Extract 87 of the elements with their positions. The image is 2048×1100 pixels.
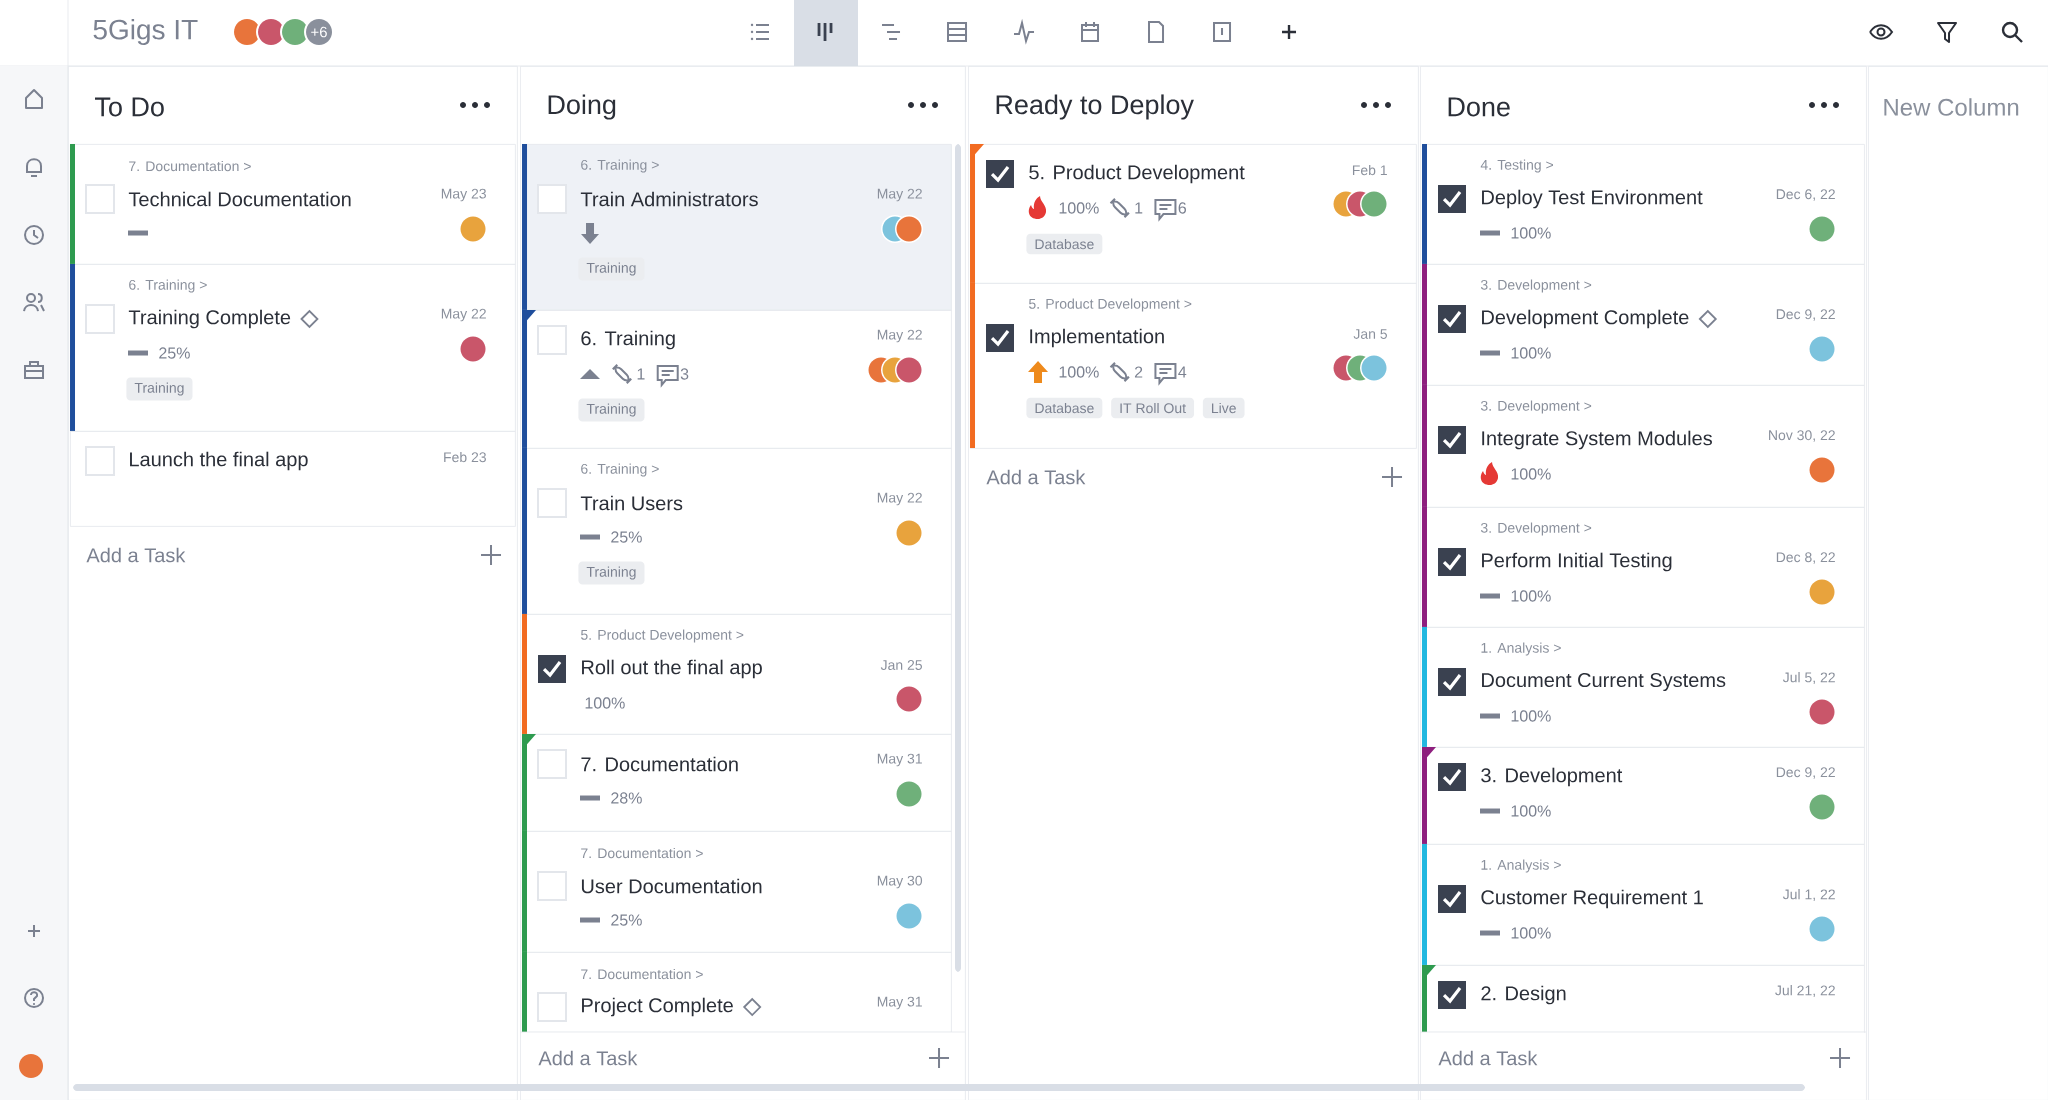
- due-date: May 31: [877, 753, 922, 767]
- percent-complete: 28%: [611, 792, 642, 804]
- percent-complete: 100%: [1511, 590, 1551, 602]
- due-date: May 23: [441, 188, 486, 202]
- percent-complete: 100%: [1059, 366, 1099, 378]
- percent-complete: 100%: [585, 697, 625, 709]
- task-title: Perform Initial Testing: [1482, 552, 1672, 572]
- column-heading: Done: [1448, 97, 1510, 117]
- percent-complete: 100%: [1511, 347, 1551, 359]
- due-date: Feb 1: [1353, 164, 1387, 176]
- due-date: Jan 5: [1353, 329, 1387, 339]
- task-title: Technical Documentation: [128, 191, 351, 207]
- task-title: Development Complete: [1482, 309, 1689, 329]
- due-date: May 22: [877, 492, 922, 506]
- percent-complete: 100%: [1511, 710, 1551, 722]
- task-title: 7. Documentation: [581, 756, 738, 772]
- task-title: 5. Product Development: [1029, 164, 1245, 184]
- column-heading: New Column: [1884, 98, 2019, 116]
- comment-count: 3: [680, 368, 689, 380]
- breadcrumb: 3. Development >: [1480, 400, 1592, 414]
- breadcrumb: 6. Training >: [581, 463, 659, 477]
- tag: Training: [578, 257, 645, 281]
- add-task-link: Add a Task: [986, 469, 1086, 485]
- percent-complete: 100%: [1511, 468, 1551, 480]
- task-title: Roll out the final app: [582, 659, 762, 679]
- attachment-count: 2: [1134, 366, 1143, 378]
- breadcrumb: 1. Analysis >: [1481, 642, 1561, 656]
- percent-complete: 25%: [611, 531, 642, 543]
- breadcrumb: 3. Development >: [1480, 522, 1592, 536]
- due-date: Jul 5, 22: [1782, 672, 1835, 684]
- due-date: May 31: [877, 996, 922, 1010]
- due-date: May 30: [877, 875, 923, 889]
- breadcrumb: 4. Testing >: [1480, 159, 1553, 173]
- task-title: Project Complete: [582, 997, 733, 1017]
- task-title: Integrate System Modules: [1482, 430, 1712, 450]
- attachment-count: 1: [1135, 202, 1143, 214]
- comment-count: 6: [1178, 202, 1187, 214]
- task-title: Training Complete: [128, 309, 291, 329]
- task-title: 3. Development: [1481, 767, 1623, 787]
- task-title: Document Current Systems: [1482, 672, 1726, 692]
- tag: Training: [578, 561, 645, 585]
- percent-complete: 100%: [1059, 202, 1099, 214]
- due-date: Jan 25: [880, 660, 922, 670]
- breadcrumb: 7. Documentation >: [581, 968, 703, 980]
- task-title: Launch the final app: [130, 451, 308, 471]
- attachment-count: 1: [637, 368, 645, 380]
- add-task-link: Add a Task: [86, 547, 186, 563]
- percent-complete: 100%: [1511, 805, 1551, 817]
- breadcrumb: 7. Documentation >: [581, 847, 703, 859]
- task-title: User Documentation: [581, 878, 762, 894]
- due-date: Jul 1, 22: [1782, 889, 1835, 901]
- due-date: Dec 6, 22: [1776, 189, 1835, 201]
- column-heading: Ready to Deploy: [996, 94, 1194, 120]
- percent-complete: 25%: [159, 347, 190, 359]
- column-heading: To Do: [95, 97, 164, 117]
- task-title: Train Users: [580, 495, 683, 511]
- percent-complete: 100%: [1511, 227, 1551, 239]
- breadcrumb: 6. Training >: [129, 279, 207, 293]
- breadcrumb: 5. Product Development >: [1029, 298, 1192, 312]
- due-date: Jul 21, 22: [1775, 985, 1835, 997]
- task-title: Implementation: [1030, 328, 1164, 348]
- due-date: Dec 9, 22: [1776, 767, 1835, 779]
- breadcrumb: 5. Product Development >: [581, 629, 744, 643]
- task-title: Train Administrators: [580, 191, 758, 207]
- due-date: May 22: [877, 329, 922, 343]
- due-date: Feb 23: [444, 451, 486, 463]
- tag: Training: [578, 398, 645, 422]
- due-date: Dec 9, 22: [1776, 309, 1835, 321]
- due-date: May 22: [877, 188, 922, 202]
- task-title: 2. Design: [1481, 985, 1566, 1005]
- column-heading: Doing: [548, 94, 616, 120]
- breadcrumb: 1. Analysis >: [1481, 859, 1561, 873]
- breadcrumb: 3. Development >: [1480, 279, 1592, 293]
- comment-count: 4: [1178, 366, 1187, 378]
- task-title: Deploy Test Environment: [1482, 189, 1703, 209]
- percent-complete: 25%: [611, 914, 642, 926]
- percent-complete: 100%: [1511, 927, 1551, 939]
- member-count: +6: [304, 17, 334, 47]
- breadcrumb: 6. Training >: [581, 159, 659, 173]
- due-date: Dec 8, 22: [1776, 552, 1835, 564]
- breadcrumb: 7. Documentation >: [129, 160, 251, 172]
- task-title: Customer Requirement 1: [1481, 889, 1703, 909]
- due-date: Nov 30, 22: [1769, 430, 1835, 442]
- tag: Training: [126, 377, 193, 401]
- task-title: 6. Training: [581, 330, 675, 350]
- project-name: 5Gigs IT: [93, 18, 198, 46]
- due-date: May 22: [441, 308, 486, 322]
